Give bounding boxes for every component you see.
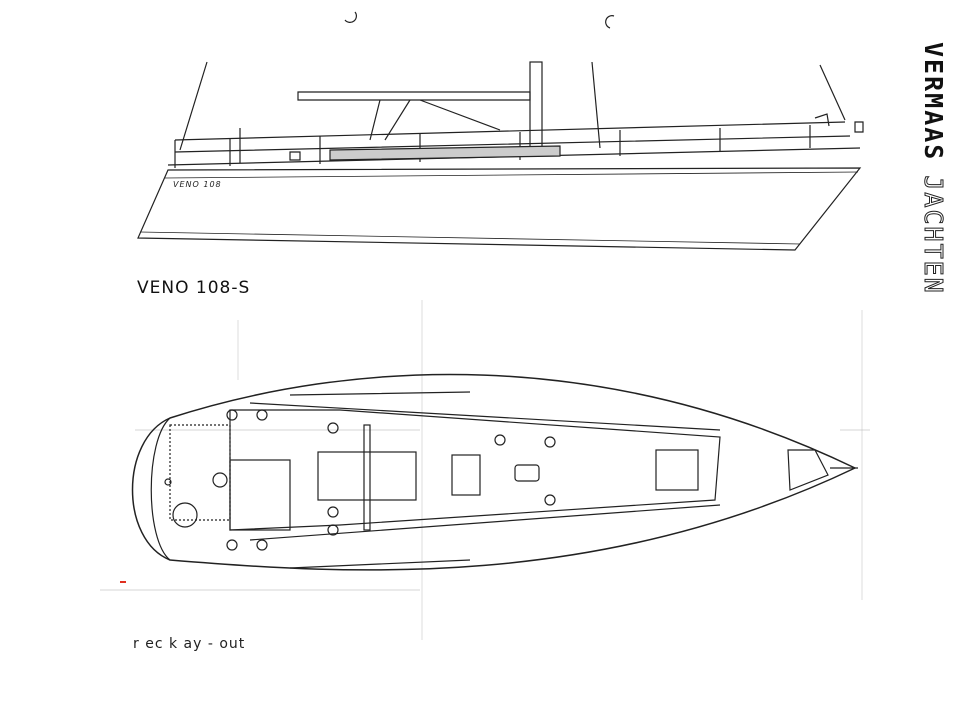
anchor-locker bbox=[787, 449, 829, 491]
vermaas-logo: VERMAAS JACHTEN bbox=[919, 42, 949, 295]
transom bbox=[150, 417, 171, 561]
mast bbox=[529, 61, 543, 153]
deck-layout-caption: r ec k ay - out bbox=[133, 636, 246, 652]
lifelines bbox=[174, 121, 851, 153]
punch-hole-mark bbox=[344, 11, 357, 23]
companionway bbox=[317, 451, 417, 501]
hull-outline-plan bbox=[131, 373, 857, 571]
hatch-aft bbox=[451, 454, 481, 496]
deck-plan bbox=[100, 300, 870, 640]
side-profile bbox=[137, 61, 864, 251]
model-title: VENO 108-S bbox=[137, 278, 251, 298]
logo-word-jachten: JACHTEN bbox=[919, 175, 949, 295]
cockpit-well bbox=[229, 459, 291, 531]
hull-lettering: VENO 108 bbox=[173, 180, 222, 189]
punch-hole-mark bbox=[605, 15, 615, 29]
boom bbox=[297, 91, 531, 101]
vent bbox=[514, 464, 540, 482]
cockpit-grating bbox=[169, 424, 231, 521]
hatch-fore bbox=[655, 449, 699, 491]
winches bbox=[226, 409, 556, 551]
forestay bbox=[179, 61, 846, 151]
hull-outline bbox=[137, 167, 862, 251]
deckhouse bbox=[229, 409, 721, 531]
logo-word-vermaas: VERMAAS bbox=[919, 42, 948, 162]
cabin-top bbox=[329, 145, 561, 161]
